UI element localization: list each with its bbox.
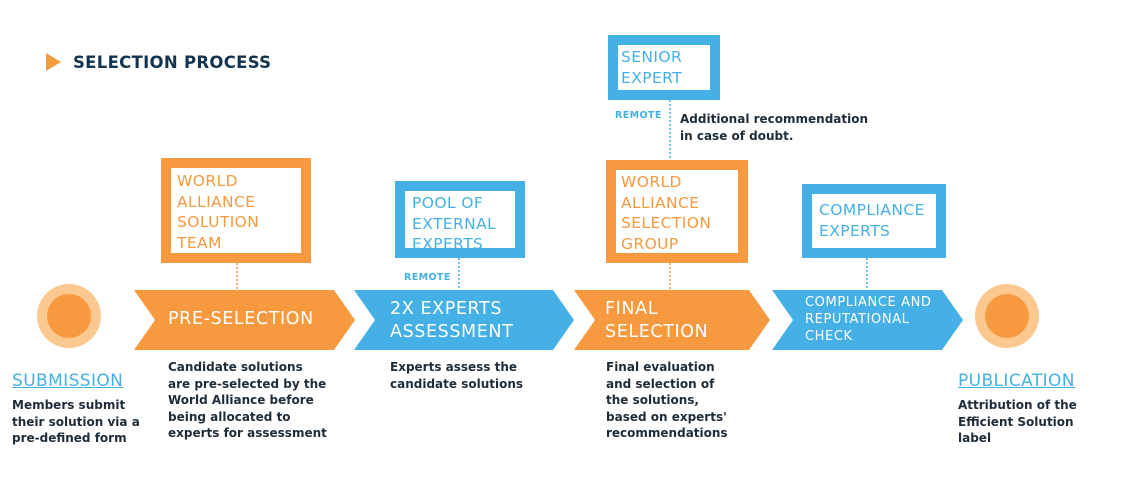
submission-label: SUBMISSION: [12, 371, 124, 391]
senior-expert-note: Additional recommendation in case of dou…: [680, 112, 869, 143]
actor-label-selection-group: WORLD ALLIANCE SELECTION GROUP: [621, 173, 712, 253]
pre-selection-description: Candidate solutions are pre-selected by …: [168, 360, 327, 440]
actor-label-external-experts: POOL OF EXTERNAL EXPERTS: [412, 194, 497, 253]
actor-box-selection-group: WORLD ALLIANCE SELECTION GROUP: [606, 160, 748, 263]
diagram-header: SELECTION PROCESS: [46, 52, 271, 72]
stage-label-compliance-check: COMPLIANCE AND REPUTATIONAL CHECK: [805, 295, 932, 344]
stage-label-experts-assessment: 2X EXPERTS ASSESSMENT: [390, 299, 514, 342]
publication-circle-inner: [985, 294, 1029, 338]
remote-label-senior-expert: REMOTE: [615, 110, 662, 121]
publication-label: PUBLICATION: [958, 371, 1075, 391]
submission-description: Members submit their solution via a pre-…: [12, 398, 140, 445]
submission-circle-inner: [47, 294, 91, 338]
actor-box-senior-expert: SENIOR EXPERT: [608, 35, 720, 100]
play-arrow-icon: [46, 53, 61, 71]
stage-label-final-selection: FINAL SELECTION: [605, 299, 709, 342]
stage-arrow-experts-assessment: [354, 290, 574, 350]
publication-description: Attribution of the Efficient Solution la…: [958, 398, 1077, 445]
stage-arrow-compliance-check: [772, 290, 963, 350]
actor-box-solution-team: WORLD ALLIANCE SOLUTION TEAM: [161, 158, 311, 263]
actor-label-compliance-experts: COMPLIANCE EXPERTS: [819, 201, 925, 240]
stage-label-pre-selection: PRE-SELECTION: [168, 309, 314, 329]
experts-assessment-description: Experts assess the candidate solutions: [390, 360, 524, 391]
actor-label-solution-team: WORLD ALLIANCE SOLUTION TEAM: [177, 172, 260, 252]
stage-arrow-final-selection: [574, 290, 770, 350]
actor-label-senior-expert: SENIOR EXPERT: [621, 48, 683, 87]
remote-label-external-experts: REMOTE: [404, 272, 451, 283]
actor-box-compliance-experts: COMPLIANCE EXPERTS: [802, 184, 946, 258]
final-selection-description: Final evaluation and selection of the so…: [606, 360, 728, 440]
diagram-title: SELECTION PROCESS: [73, 52, 272, 72]
actor-box-external-experts: POOL OF EXTERNAL EXPERTS: [395, 181, 525, 258]
stage-arrow-pre-selection: [134, 290, 355, 350]
